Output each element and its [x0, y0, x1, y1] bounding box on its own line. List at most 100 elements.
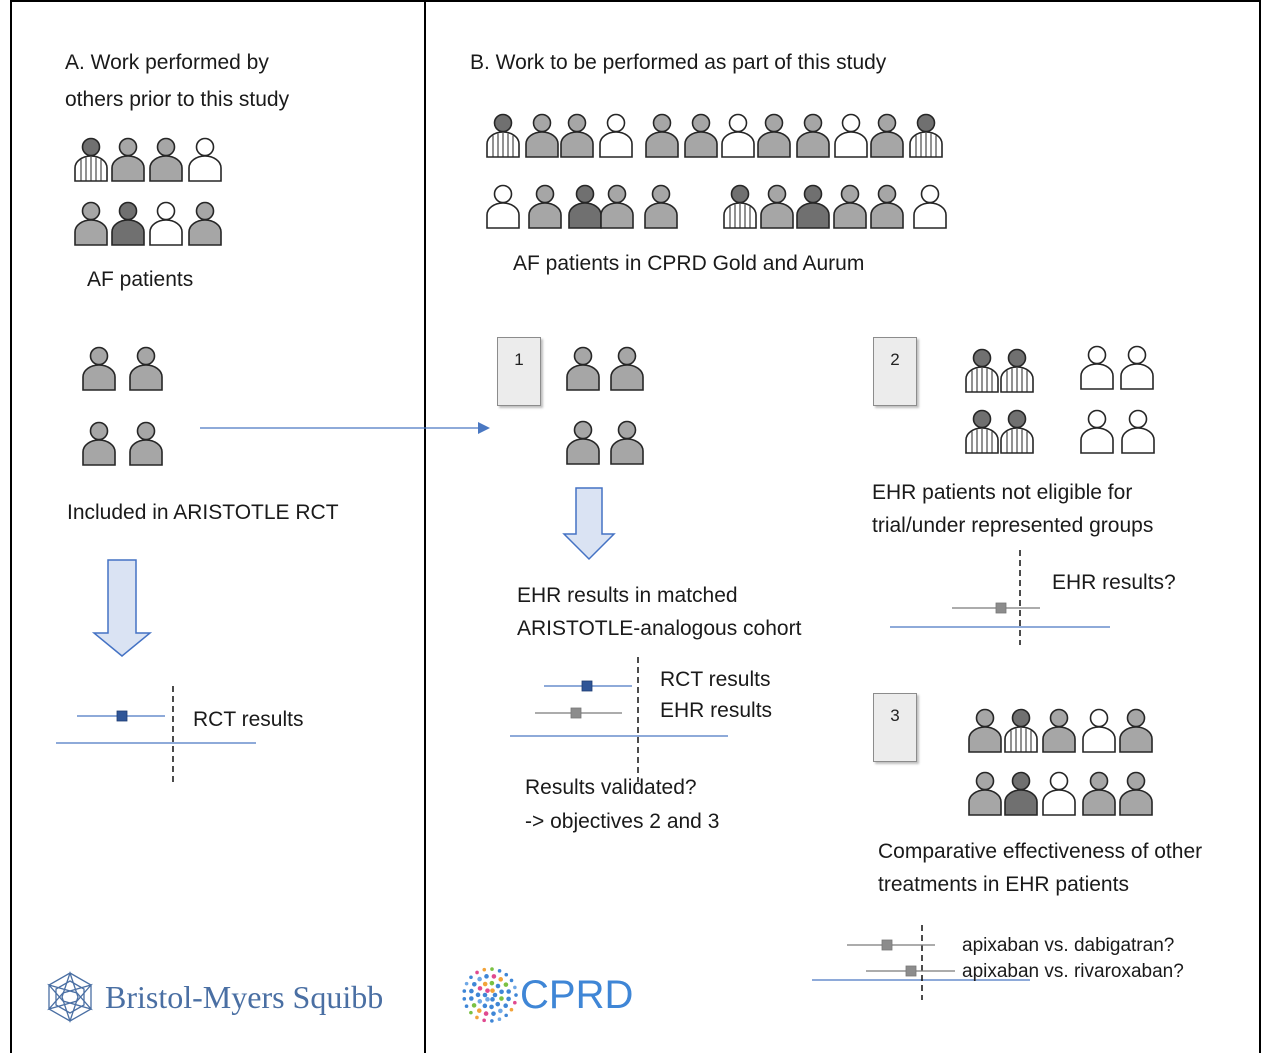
cprd-logo-dot: [495, 1001, 501, 1007]
bms-logo-emblem: [47, 970, 93, 1024]
cprd-logo-dot: [503, 1003, 508, 1009]
patient-icon: [1004, 771, 1038, 816]
objective-3-number-box: 3: [873, 693, 917, 762]
patient-icon: [566, 420, 600, 465]
patient-icon: [1120, 345, 1154, 390]
forest-point-estimate: [905, 965, 917, 977]
panel-a-forest-label: RCT results: [193, 708, 304, 731]
cprd-logo-dot: [497, 969, 502, 973]
cprd-logo-dot: [489, 1004, 494, 1010]
patient-icon: [610, 346, 644, 391]
cprd-logo-dot: [483, 1011, 489, 1016]
cprd-logo-dot: [506, 996, 511, 1002]
cprd-logo-dot: [477, 986, 483, 991]
cprd-logo-dot: [491, 1011, 496, 1016]
cprd-logo-dot: [462, 997, 467, 1001]
cprd-logo-dot: [471, 1003, 477, 1008]
cprd-logo-dot: [498, 977, 504, 982]
cprd-logo-dot: [513, 985, 517, 990]
objective-1-forest-ehr-label: EHR results: [660, 699, 773, 722]
cprd-logo-dot: [509, 1007, 514, 1012]
cprd-logo-dot: [482, 992, 488, 998]
objective-3-label-line1: Comparative effectiveness of other: [878, 840, 1203, 863]
cprd-logo-dot: [472, 981, 477, 987]
patient-icon: [796, 113, 830, 158]
cprd-logo-dot: [509, 978, 514, 983]
cprd-logo-dot: [485, 988, 490, 993]
cprd-logo-dot: [462, 989, 467, 993]
cprd-logo-dot: [514, 993, 518, 997]
objective-2-number-box: 2: [873, 337, 917, 406]
panel-a-rct-label: Included in ARISTOTLE RCT: [67, 501, 339, 524]
cprd-logo-dot: [482, 1003, 488, 1009]
patient-icon: [566, 346, 600, 391]
cprd-logo-dot: [482, 1018, 486, 1023]
cprd-logo-dot: [477, 999, 483, 1004]
objective-3-forest-label-2: apixaban vs. rivaroxaban?: [962, 961, 1184, 982]
patient-icon: [1082, 708, 1116, 753]
cprd-logo-dot: [484, 974, 489, 979]
patient-icon: [599, 113, 633, 158]
block-arrow-a: [91, 559, 153, 657]
patient-icon: [1042, 708, 1076, 753]
cprd-logo-dot: [475, 992, 481, 998]
patient-icon: [760, 184, 794, 229]
cprd-logo-dot: [475, 970, 479, 975]
block-arrow-1: [562, 487, 616, 561]
objective-1-forest-rct-label: RCT results: [660, 668, 771, 691]
patient-icon: [1080, 345, 1114, 390]
forest-plots: [56, 550, 1110, 1000]
forest-point-estimate: [116, 710, 128, 722]
cprd-logo-dot: [469, 988, 474, 994]
panel-a-population-label: AF patients: [87, 268, 194, 291]
cprd-logo-dot: [469, 996, 474, 1001]
panel-a-title-line1: A. Work performed by: [65, 51, 269, 74]
objective-1-validated-line2: -> objectives 2 and 3: [525, 810, 720, 833]
cprd-logo-dot: [482, 967, 487, 972]
cprd-logo-dot: [477, 976, 482, 982]
outer-frame: [10, 0, 1261, 1053]
patient-icon: [1000, 348, 1034, 393]
cprd-logo-dot: [499, 996, 504, 1001]
patient-icon: [525, 113, 559, 158]
cprd-logo-dot: [504, 1013, 508, 1018]
patient-icon: [486, 113, 520, 158]
patient-icon: [74, 137, 108, 182]
objective-3-forest-label-1: apixaban vs. dabigatran?: [962, 935, 1175, 956]
panel-b-title: B. Work to be performed as part of this …: [470, 51, 887, 74]
forest-point-estimate: [570, 707, 582, 719]
cprd-logo-dot: [506, 989, 511, 994]
patient-icon: [1119, 708, 1153, 753]
cprd-logo-dot: [485, 997, 490, 1002]
patient-icon: [149, 201, 183, 246]
patient-icon: [560, 113, 594, 158]
patient-icon: [82, 346, 116, 391]
cprd-logo-dot: [476, 1008, 482, 1013]
cprd-logo-dot: [499, 989, 504, 995]
objective-3-label-line2: treatments in EHR patients: [878, 873, 1129, 896]
objective-1-label-line1: EHR results in matched: [517, 584, 738, 607]
cprd-logo-dot: [482, 981, 488, 987]
objective-2-label-line2: trial/under represented groups: [872, 514, 1154, 537]
patient-icon: [82, 421, 116, 466]
cprd-logo-dots: [462, 967, 518, 1023]
patient-icon: [645, 113, 679, 158]
patient-icon: [1121, 409, 1155, 454]
cprd-logo-dot: [475, 1015, 479, 1020]
patient-icon: [1082, 771, 1116, 816]
patient-icon: [721, 113, 755, 158]
patient-icons: [74, 113, 1155, 816]
patient-icon: [1119, 771, 1153, 816]
cprd-logo-dot: [464, 981, 469, 986]
cprd-logo-dot: [504, 972, 509, 977]
connector-arrow-head: [478, 422, 490, 434]
forest-point-estimate: [995, 602, 1007, 614]
objective-1-label-line2: ARISTOTLE-analogous cohort: [517, 617, 802, 640]
patient-icon: [968, 708, 1002, 753]
cprd-logo-dot: [490, 967, 494, 971]
patient-icon: [913, 184, 947, 229]
bms-logo-text: Bristol-Myers Squibb: [105, 978, 384, 1015]
patient-icon: [757, 113, 791, 158]
patient-icon: [129, 346, 163, 391]
